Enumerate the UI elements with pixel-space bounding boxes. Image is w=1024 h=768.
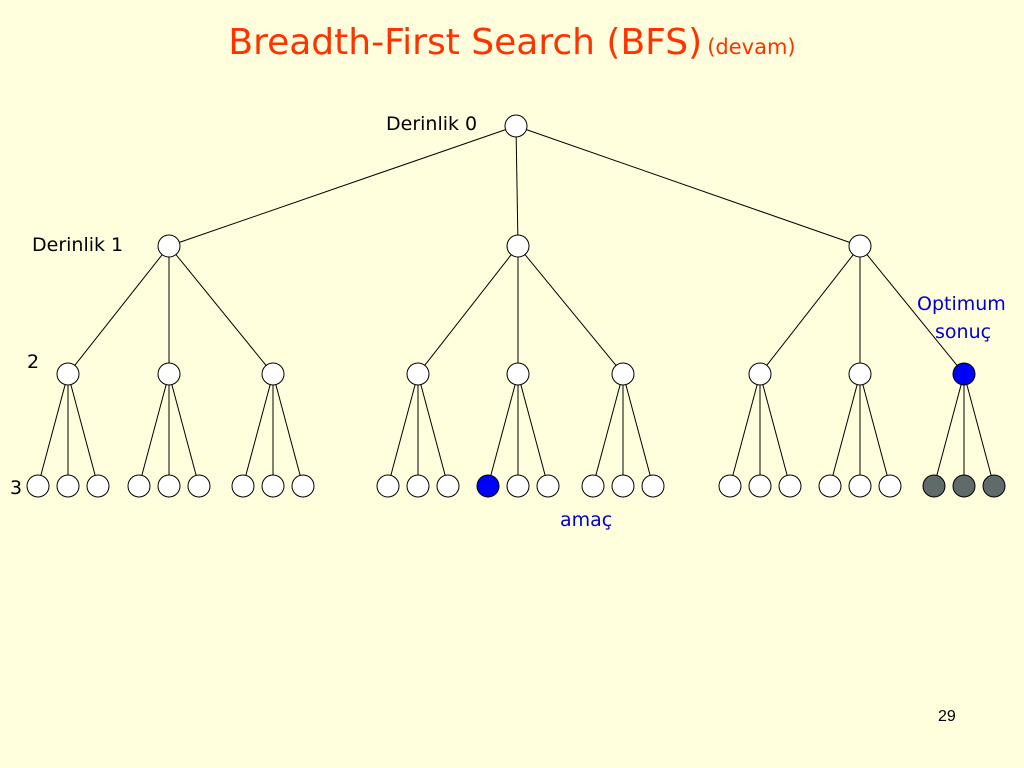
- goal-node: [476, 474, 500, 498]
- tree-edge: [520, 384, 546, 476]
- tree-node: [157, 362, 181, 386]
- tree-node: [536, 474, 560, 498]
- tree-edge: [524, 254, 617, 366]
- tree-node: [641, 474, 665, 498]
- tree-node: [56, 362, 80, 386]
- tree-node: [506, 474, 530, 498]
- tree-edge: [245, 384, 271, 476]
- tree-edge: [625, 384, 651, 476]
- tree-node: [261, 362, 285, 386]
- tree-edge: [732, 384, 758, 476]
- tree-edge: [141, 384, 167, 476]
- depth-0-label: Derinlik 0: [386, 113, 477, 135]
- tree-node: [436, 474, 460, 498]
- slide-title-main: Breadth-First Search (BFS): [228, 22, 703, 63]
- tree-node: [261, 474, 285, 498]
- tree-edge: [866, 254, 958, 366]
- depth-1-label: Derinlik 1: [32, 234, 123, 256]
- tree-node: [187, 474, 211, 498]
- tree-nodes: [26, 114, 1006, 498]
- tree-edges: [40, 129, 992, 476]
- optimum-label-line2: sonuç: [935, 321, 991, 343]
- tree-labels: Derinlik 0 Derinlik 1 2 3 amaç Optimum s…: [10, 113, 1006, 531]
- page-number: 29: [938, 708, 956, 725]
- tree-edge: [936, 384, 962, 476]
- tree-edge: [762, 384, 788, 476]
- tree-node: [291, 474, 315, 498]
- tree-node: [848, 362, 872, 386]
- expanded-node: [922, 474, 946, 498]
- tree-node: [748, 474, 772, 498]
- tree-node: [718, 474, 742, 498]
- tree-node: [504, 114, 528, 138]
- tree-node: [406, 362, 430, 386]
- tree-node: [376, 474, 400, 498]
- tree-edge: [490, 384, 516, 476]
- tree-edge: [74, 254, 163, 366]
- tree-node: [848, 474, 872, 498]
- tree-edge: [832, 384, 858, 476]
- tree-edge: [179, 129, 506, 243]
- tree-node: [56, 474, 80, 498]
- tree-edge: [862, 384, 888, 476]
- tree-edge: [515, 136, 519, 236]
- optimum-label-line1: Optimum: [917, 293, 1006, 315]
- tree-edge: [766, 254, 854, 366]
- tree-node: [506, 362, 530, 386]
- tree-edge: [390, 384, 416, 476]
- tree-edge: [966, 384, 992, 476]
- tree-node: [848, 234, 872, 258]
- tree-node: [581, 474, 605, 498]
- slide-title: Breadth-First Search (BFS) (devam): [0, 22, 1024, 63]
- tree-node: [878, 474, 902, 498]
- goal-label: amaç: [560, 509, 612, 531]
- tree-edge: [275, 384, 301, 476]
- tree-edge: [526, 129, 850, 243]
- tree-edge: [171, 384, 197, 476]
- tree-edge: [40, 384, 66, 476]
- tree-edge: [595, 384, 621, 476]
- tree-edge: [70, 384, 96, 476]
- tree-node: [611, 474, 635, 498]
- tree-node: [778, 474, 802, 498]
- tree-node: [506, 234, 530, 258]
- tree-node: [157, 474, 181, 498]
- tree-node: [611, 362, 635, 386]
- tree-edge: [175, 254, 267, 366]
- depth-3-label: 3: [10, 477, 22, 499]
- expanded-node: [982, 474, 1006, 498]
- tree-node: [26, 474, 50, 498]
- tree-edge: [420, 384, 446, 476]
- tree-node: [231, 474, 255, 498]
- tree-node: [86, 474, 110, 498]
- tree-node: [818, 474, 842, 498]
- tree-node: [406, 474, 430, 498]
- tree-node: [157, 234, 181, 258]
- expanded-node: [952, 474, 976, 498]
- tree-edge: [424, 254, 512, 366]
- tree-node: [748, 362, 772, 386]
- slide-title-suffix: (devam): [707, 35, 796, 59]
- tree-node: [127, 474, 151, 498]
- goal-node: [952, 362, 976, 386]
- depth-2-label: 2: [27, 351, 39, 373]
